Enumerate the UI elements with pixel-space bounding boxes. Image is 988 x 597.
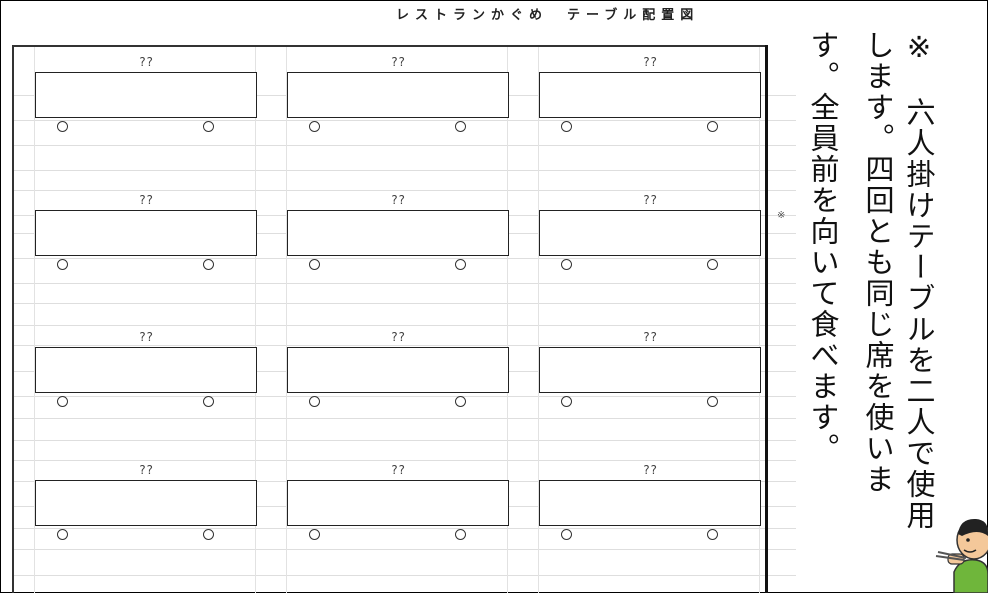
grid-line-v [34,45,35,593]
seat-marker [561,259,572,270]
grid-line-h [12,283,796,284]
seat-marker [561,121,572,132]
grid-line-h [12,460,796,461]
table-name: ?? [138,55,154,69]
grid-line-h [12,145,796,146]
grid-line-h [12,575,796,576]
table-unit: ?? [34,463,258,563]
table-box [287,347,509,393]
grid-line-h [12,345,796,346]
note-line-1: ※ 六人掛けテーブルを二人で使用 [902,30,936,531]
table-box [35,480,257,526]
grid-line-h [12,303,796,304]
seat-marker [561,396,572,407]
table-name: ?? [138,463,154,477]
seat-marker [309,396,320,407]
table-name: ?? [138,330,154,344]
table-name: ?? [138,193,154,207]
table-box [539,347,761,393]
table-box [35,210,257,256]
seat-marker [309,121,320,132]
table-unit: ?? [538,330,762,430]
grid-line-h [12,325,796,326]
chart-border-left [12,45,14,593]
table-box [287,210,509,256]
seat-marker [455,396,466,407]
grid-line-h [12,396,796,397]
table-name: ?? [390,463,406,477]
grid-line-v [759,45,760,593]
grid-line-h [12,190,796,191]
table-box [539,72,761,118]
grid-line-h [12,528,796,529]
table-unit: ?? [34,193,258,293]
note-line-2: します。四回とも同じ席を使いま [861,30,895,495]
table-unit: ?? [34,330,258,430]
table-name: ?? [390,55,406,69]
seat-marker [455,529,466,540]
seating-chart-title: レストランかぐめ テーブル配置図 [396,8,700,23]
table-unit: ?? [538,463,762,563]
seat-marker [309,529,320,540]
note-line-3: す。全員前を向いて食べます。 [806,30,840,464]
seat-marker [455,121,466,132]
person-eating-icon [932,492,988,594]
seat-marker [707,121,718,132]
chart-border-top [12,45,766,47]
table-box [539,480,761,526]
seat-marker [57,259,68,270]
seat-marker [203,529,214,540]
table-unit: ?? [34,55,258,155]
table-name: ?? [642,330,658,344]
seat-marker [707,529,718,540]
table-unit: ?? [538,55,762,155]
grid-line-v [507,45,508,593]
grid-line-h [12,418,796,419]
grid-line-h [12,258,796,259]
grid-line-v [286,45,287,593]
seat-marker [561,529,572,540]
table-box [35,347,257,393]
seat-marker [203,121,214,132]
seat-marker [455,259,466,270]
seat-marker [707,259,718,270]
table-name: ?? [390,193,406,207]
seat-marker [309,259,320,270]
table-box [287,72,509,118]
grid-line-h [12,170,796,171]
grid-line-h [12,440,796,441]
grid-line-v [255,45,256,593]
side-note-mark: ※ [777,210,786,221]
table-box [287,480,509,526]
seat-marker [203,259,214,270]
table-box [35,72,257,118]
table-unit: ?? [538,193,762,293]
table-unit: ?? [286,193,510,293]
grid-line-v [538,45,539,593]
seat-marker [57,529,68,540]
table-unit: ?? [286,55,510,155]
table-unit: ?? [286,330,510,430]
table-name: ?? [390,330,406,344]
table-box [539,210,761,256]
table-name: ?? [642,193,658,207]
seat-marker [57,121,68,132]
grid-line-h [12,120,796,121]
grid-line-h [12,549,796,550]
seat-marker [57,396,68,407]
table-unit: ?? [286,463,510,563]
chart-border-right [765,45,768,593]
seat-marker [707,396,718,407]
seat-marker [203,396,214,407]
table-name: ?? [642,55,658,69]
table-name: ?? [642,463,658,477]
